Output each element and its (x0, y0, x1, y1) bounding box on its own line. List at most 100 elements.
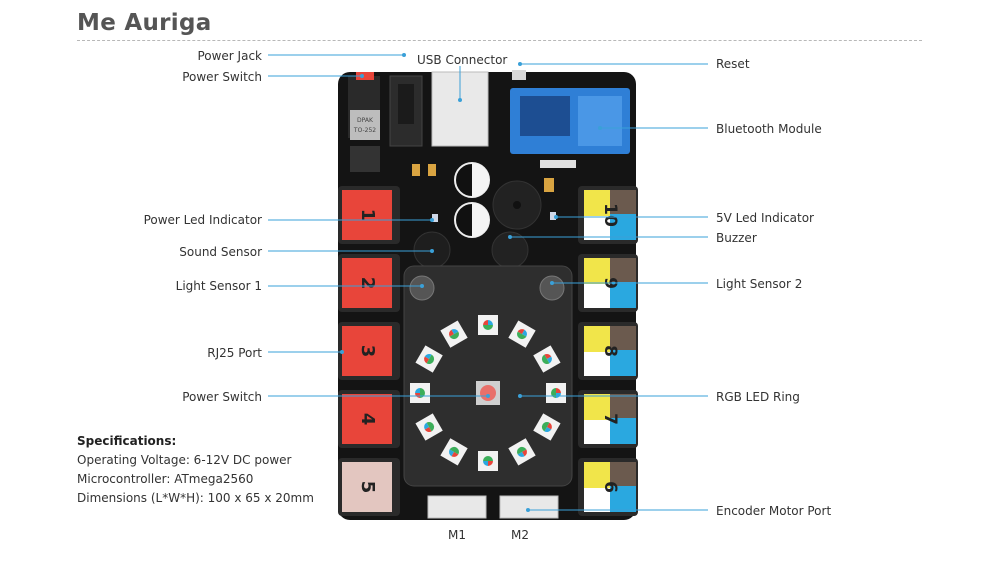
leader-dot (518, 62, 522, 66)
rgb-led (415, 413, 443, 441)
bt-header (540, 160, 576, 168)
rj25-port-number: 5 (357, 481, 378, 494)
port-7-brown (610, 394, 636, 418)
rgb-led-green (449, 331, 459, 340)
port-6-blue (610, 486, 636, 512)
rgb-led-red (424, 356, 430, 364)
five-v-led (550, 212, 556, 220)
rgb-led-blue (424, 422, 430, 430)
rgb-led (440, 320, 468, 348)
label-power-switch-top: Power Switch (182, 70, 262, 84)
light-sensor-2 (539, 275, 565, 301)
rgb-led-red (449, 329, 454, 337)
rgb-led (410, 383, 430, 403)
title-divider (77, 40, 922, 41)
rj25-port-3 (342, 326, 392, 376)
label-bluetooth-module: Bluetooth Module (716, 122, 822, 136)
label-m1: M1 (448, 528, 466, 542)
usb-connector (431, 71, 489, 147)
specifications-heading: Specifications: (77, 434, 177, 448)
rgb-led-red (424, 427, 432, 432)
label-5v-led-indicator: 5V Led Indicator (716, 211, 814, 225)
bluetooth-chip (520, 96, 570, 136)
label-usb-connector: USB Connector (417, 53, 508, 67)
leader-dot (430, 218, 434, 222)
rgb-led-blue (522, 329, 527, 337)
rgb-led-board (403, 265, 573, 487)
rgb-led-red (556, 388, 561, 393)
rgb-led-red (483, 320, 488, 325)
to252-text: TO-252 (353, 127, 376, 134)
label-light-sensor-2: Light Sensor 2 (716, 277, 803, 291)
label-reset: Reset (716, 57, 750, 71)
leader-dot (554, 215, 558, 219)
rj25-port-number: 4 (357, 413, 378, 426)
label-power-jack: Power Jack (197, 49, 262, 63)
leader-dot (526, 508, 530, 512)
label-buzzer: Buzzer (716, 231, 757, 245)
rj25-port-4 (342, 394, 392, 444)
leader-dot (458, 98, 462, 102)
smd-chip (350, 146, 380, 172)
port-number: 8 (600, 345, 620, 357)
port-number: 6 (600, 481, 620, 493)
spec-microcontroller: Microcontroller: ATmega2560 (77, 472, 254, 486)
power-switch-cap (480, 385, 496, 401)
label-light-sensor-1: Light Sensor 1 (175, 279, 262, 293)
rgb-led-green (449, 446, 459, 455)
rgb-led-red (546, 422, 552, 430)
rgb-led (440, 438, 468, 466)
rj25-port-number: 3 (357, 345, 378, 358)
port-10-blue (610, 214, 636, 240)
rgb-led-red (544, 354, 552, 359)
port-8-blue (610, 350, 636, 376)
rgb-led-blue (483, 461, 488, 466)
leader-dot (420, 284, 424, 288)
label-rgb-led-ring: RGB LED Ring (716, 390, 800, 404)
rj25-port-2 (342, 258, 392, 308)
port-8-white (584, 352, 610, 376)
encoder-port-m1 (427, 495, 487, 519)
port-7-white (584, 420, 610, 444)
rgb-led (478, 315, 498, 335)
rgb-led-green (426, 422, 435, 432)
port-number: 7 (600, 413, 620, 425)
port-9-brown (610, 258, 636, 282)
smd-component (428, 164, 436, 176)
rgb-led (415, 345, 443, 373)
bluetooth-antenna (578, 96, 622, 146)
port-7-blue (610, 418, 636, 444)
rgb-led-blue (451, 329, 459, 335)
rgb-led (533, 413, 561, 441)
port-9-white (584, 284, 610, 308)
leader-dot (340, 350, 344, 354)
rgb-led-green (483, 325, 493, 330)
rgb-led-green (541, 354, 550, 364)
rj25-port-5 (342, 462, 392, 512)
rgb-led-ring (410, 315, 566, 471)
port-10-white (584, 216, 610, 240)
label-power-switch-bottom: Power Switch (182, 390, 262, 404)
rgb-led (508, 438, 536, 466)
capacitor-2-band (472, 203, 489, 237)
leader-dot (550, 281, 554, 285)
leader-dot (508, 235, 512, 239)
spec-dimensions: Dimensions (L*W*H): 100 x 65 x 20mm (77, 491, 314, 505)
rgb-led-blue (544, 427, 552, 432)
rgb-led-red (522, 449, 527, 457)
rgb-led-red (451, 451, 459, 457)
rj25-port-number: 1 (357, 209, 378, 222)
label-power-led-indicator: Power Led Indicator (143, 213, 262, 227)
port-10-brown (610, 190, 636, 214)
label-encoder-motor-port: Encoder Motor Port (716, 504, 832, 518)
rgb-led (546, 383, 566, 403)
specifications: Specifications: Operating Voltage: 6-12V… (77, 432, 314, 508)
rgb-led (508, 320, 536, 348)
rgb-led-blue (488, 320, 493, 325)
port-8-brown (610, 326, 636, 350)
leader-dot (486, 394, 490, 398)
rgb-led-green (541, 422, 550, 432)
buzzer-hole (513, 201, 521, 209)
